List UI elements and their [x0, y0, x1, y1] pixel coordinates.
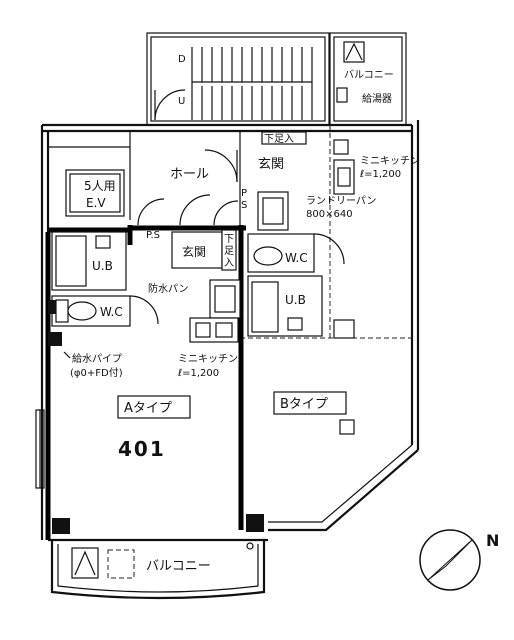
water-pipe-label: 給水パイプ: [72, 352, 122, 365]
wc-a: W.C: [51, 295, 159, 327]
laundry-pan-a-label: 防水パン: [148, 282, 189, 295]
hall-area: ホール 玄関 下足入 P.S P S: [137, 131, 307, 241]
toilet-a: [67, 301, 97, 321]
ub-a: U.B: [51, 231, 127, 291]
entrance-a-label: 玄関: [182, 244, 206, 259]
drain-box-bottom: [71, 547, 99, 579]
stair-up-label: U: [178, 96, 185, 107]
ps2-label-b: S: [241, 200, 247, 211]
shoe-box-a-3: 入: [224, 258, 234, 269]
toilet-b: [253, 246, 283, 266]
stairwell: D U: [146, 32, 330, 126]
entrance-b-label: 玄関: [258, 157, 284, 172]
stair-treads: [191, 47, 313, 120]
unit-labels: Aタイプ 401 Bタイプ: [117, 391, 355, 461]
hall-label: ホール: [170, 167, 209, 182]
mini-kitchen-b-label: ミニキッチン: [360, 155, 420, 167]
b-type-fixtures: ミニキッチン ℓ=1,200 ランドリーパン 800×640: [257, 139, 420, 231]
stair-down-label: D: [178, 54, 186, 65]
laundry-pan-b-label: ランドリーパン: [306, 195, 376, 207]
ps2-label-a: P: [241, 188, 247, 199]
wc-b-door-swing: [313, 233, 345, 265]
entrance-a-door-swing: [179, 194, 211, 226]
wc-b: W.C: [247, 233, 345, 273]
north-compass: N: [419, 529, 499, 591]
wc-a-label: W.C: [100, 305, 123, 319]
balcony-bottom-label: バルコニー: [146, 559, 211, 574]
elevator-label-1: 5人用: [84, 179, 116, 193]
ps-door-swing: [137, 198, 165, 226]
wc-b-label: W.C: [285, 251, 308, 265]
water-heater-unit: [336, 87, 348, 103]
shoe-box-b: [261, 131, 307, 145]
entrance-a: 玄関 下 足 入: [171, 229, 237, 271]
elevator: 5人用 E.V: [65, 169, 125, 217]
mini-kitchen-a-size: ℓ=1,200: [178, 368, 219, 379]
mini-kitchen-a-label: ミニキッチン: [178, 353, 238, 365]
ps2-door-swing: [213, 200, 239, 226]
shoe-box-a-2: 足: [224, 245, 234, 257]
ub-b: U.B: [247, 275, 355, 339]
balcony-top-right: バルコニー 給湯器: [329, 32, 407, 126]
laundry-pan-b-size: 800×640: [306, 209, 353, 220]
a-type-label: Aタイプ: [124, 401, 172, 416]
shoe-box-a-1: 下: [224, 234, 234, 245]
ps-label: P.S: [146, 230, 160, 241]
water-heater-label: 給湯器: [362, 92, 392, 105]
a-unit-walls: [45, 225, 264, 540]
balcony-top-label: バルコニー: [344, 69, 394, 81]
water-pipe-note: (φ0+FD付): [70, 366, 123, 379]
unit-number: 401: [118, 437, 166, 461]
wc-a-door-swing: [129, 295, 159, 325]
balcony-bottom: バルコニー: [50, 540, 266, 600]
hall-door-swing: [204, 149, 238, 183]
ub-b-label: U.B: [285, 293, 306, 307]
left-window: [35, 409, 45, 489]
a-fixtures: 防水パン ミニキッチン ℓ=1,200 給水パイプ (φ0+FD付): [63, 279, 241, 379]
ub-a-label: U.B: [92, 259, 113, 273]
bathtub-b: [251, 281, 279, 333]
shoe-box-a: [221, 229, 237, 271]
drain-box: [343, 41, 365, 63]
bathtub-a: [55, 235, 87, 287]
compass-north-label: N: [486, 531, 499, 550]
b-type-label: Bタイプ: [280, 397, 328, 412]
elevator-label-2: E.V: [86, 196, 106, 210]
mini-kitchen-b-size: ℓ=1,200: [360, 169, 401, 180]
shoe-box-b-label: 下足入: [264, 133, 294, 145]
building-walls: [40, 120, 420, 542]
